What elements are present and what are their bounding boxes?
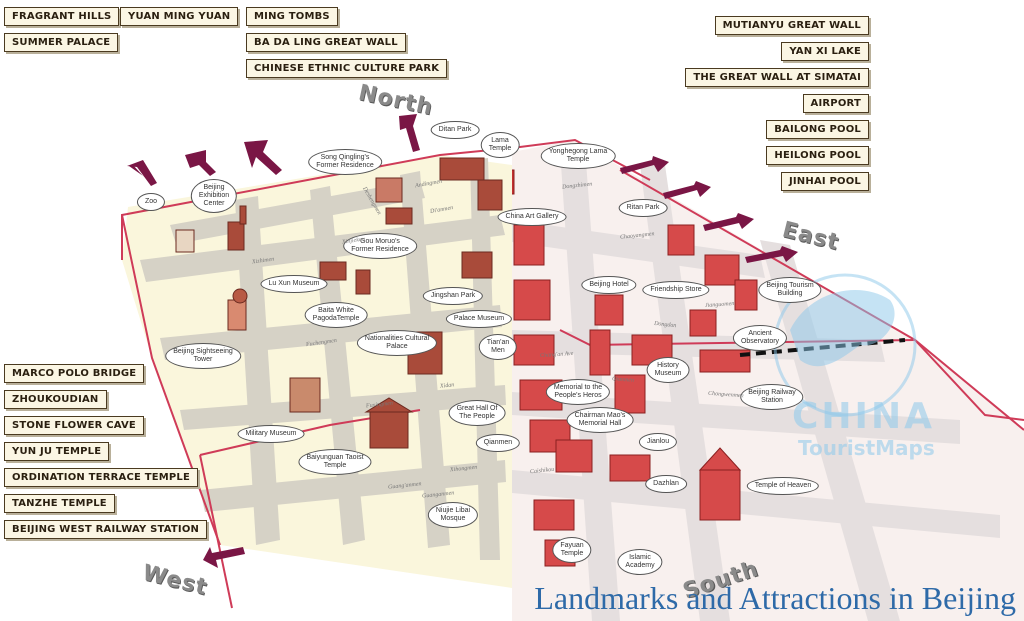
landmark-gou-moruo-residence[interactable]: Gou Moruo's Former Residence — [343, 233, 417, 259]
landmark-lama-temple[interactable]: Lama Temple — [480, 132, 520, 158]
tag-yuan-ming-yuan[interactable]: YUAN MING YUAN — [120, 7, 239, 26]
landmark-beijing-tourism-building[interactable]: Beijing Tourism Building — [758, 277, 822, 303]
landmark-great-hall-people[interactable]: Great Hall Of The People — [448, 400, 506, 426]
landmark-military-museum[interactable]: Military Museum — [237, 425, 305, 443]
tag-jinhai-pool[interactable]: JINHAI POOL — [780, 172, 869, 191]
landmark-niujie-libai-mosque[interactable]: Niujie Libai Mosque — [427, 502, 479, 528]
landmark-ditan-park[interactable]: Ditan Park — [430, 121, 480, 139]
tag-zhoukoudian[interactable]: ZHOUKOUDIAN — [4, 390, 107, 409]
landmark-ancient-observatory[interactable]: Ancient Observatory — [732, 325, 788, 351]
tag-yun-ju-temple[interactable]: YUN JU TEMPLE — [4, 442, 110, 461]
tag-beijing-west-railway-station[interactable]: BEIJING WEST RAILWAY STATION — [4, 520, 208, 539]
direction-arrows — [127, 114, 798, 568]
tag-ordination-terrace-temple[interactable]: ORDINATION TERRACE TEMPLE — [4, 468, 199, 487]
tag-mutianyu-great-wall[interactable]: MUTIANYU GREAT WALL — [714, 16, 869, 35]
tag-heilong-pool[interactable]: HEILONG POOL — [766, 146, 869, 165]
tag-tanzhe-temple[interactable]: TANZHE TEMPLE — [4, 494, 115, 513]
tag-ming-tombs[interactable]: MING TOMBS — [246, 7, 338, 26]
landmark-dazhlan[interactable]: Dazhlan — [645, 475, 687, 493]
tag-stone-flower-cave[interactable]: STONE FLOWER CAVE — [4, 416, 144, 435]
landmark-nationalities-cultural-palace[interactable]: Nationalities Cultural Palace — [356, 330, 438, 356]
landmark-lu-xun-museum[interactable]: Lu Xun Museum — [260, 275, 328, 293]
landmark-beijing-railway-station[interactable]: Beijing Railway Station — [740, 384, 804, 410]
landmark-tiananmen[interactable]: Tian'an Men — [478, 334, 518, 360]
tag-fragrant-hills[interactable]: FRAGRANT HILLS — [4, 7, 120, 26]
touristmaps-watermark-subtitle: TouristMaps — [798, 436, 935, 460]
landmark-jingshan-park[interactable]: Jingshan Park — [422, 287, 484, 305]
tag-bailong-pool[interactable]: BAILONG POOL — [766, 120, 869, 139]
landmark-chairman-mao-memorial-hall[interactable]: Chairman Mao's Memorial Hall — [566, 407, 634, 433]
landmark-zoo[interactable]: Zoo — [136, 193, 166, 211]
landmark-memorial-peoples-heros[interactable]: Memorial to the People's Heros — [545, 379, 611, 405]
landmark-islamic-academy[interactable]: Islamic Academy — [617, 549, 663, 575]
landmark-palace-museum[interactable]: Palace Museum — [445, 310, 513, 328]
tag-summer-palace[interactable]: SUMMER PALACE — [4, 33, 119, 52]
landmark-baita-white-pagoda-temple[interactable]: Baita White PagodaTemple — [304, 302, 368, 328]
landmark-qianmen[interactable]: Qianmen — [475, 434, 521, 452]
landmark-beijing-hotel[interactable]: Beijing Hotel — [581, 276, 637, 294]
landmark-fayuan-temple[interactable]: Fayuan Temple — [552, 537, 592, 563]
landmark-friendship-store[interactable]: Friendship Store — [642, 281, 710, 299]
landmark-jianlou[interactable]: Jianlou — [638, 433, 678, 451]
landmark-baiyunguan-taoist-temple[interactable]: Baiyunguan Taoist Temple — [298, 449, 372, 475]
landmark-ritan-park[interactable]: Ritan Park — [618, 199, 668, 217]
landmark-song-qingling-residence[interactable]: Song Qingling's Former Residence — [308, 149, 382, 175]
landmark-china-art-gallery[interactable]: China Art Gallery — [497, 208, 567, 226]
tag-airport[interactable]: AIRPORT — [802, 94, 869, 113]
landmark-yonghegong-lama-temple[interactable]: Yonghegong Lama Temple — [540, 143, 616, 169]
landmark-temple-of-heaven[interactable]: Temple of Heaven — [746, 477, 820, 495]
landmark-beijing-exhibition-center[interactable]: Beijing Exhibition Center — [190, 179, 238, 213]
china-watermark-title: CHINA — [792, 396, 935, 437]
landmark-beijing-sightseeing-tower[interactable]: Beijing Sightseeing Tower — [165, 343, 241, 369]
east-buildings — [512, 169, 758, 567]
tag-great-wall-simatai[interactable]: THE GREAT WALL AT SIMATAI — [685, 68, 869, 87]
tag-chinese-ethnic-culture-park[interactable]: CHINESE ETHNIC CULTURE PARK — [246, 59, 448, 78]
map-caption: Landmarks and Attractions in Beijing — [534, 580, 1016, 616]
landmark-history-museum[interactable]: History Museum — [646, 357, 690, 383]
tag-marco-polo-bridge[interactable]: MARCO POLO BRIDGE — [4, 364, 145, 383]
tag-ba-da-ling-great-wall[interactable]: BA DA LING GREAT WALL — [246, 33, 406, 52]
tag-yan-xi-lake[interactable]: YAN XI LAKE — [781, 42, 869, 61]
